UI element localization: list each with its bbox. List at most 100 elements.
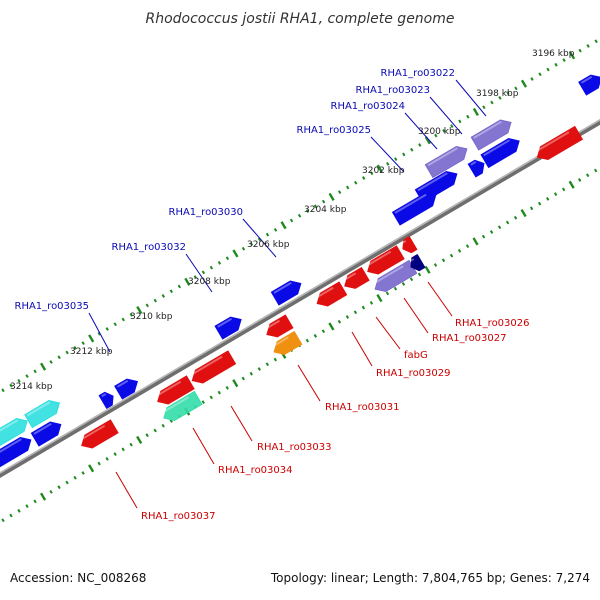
gene-shine [535,131,570,153]
tick-mark [505,220,510,225]
tick-mark [33,369,37,374]
upper-tick-track [1,39,598,393]
tick-mark [289,218,294,223]
tick-mark [458,119,462,124]
gene-shine [580,75,593,84]
gene-body [24,400,61,429]
gene-body [410,253,426,272]
tick-mark [313,204,318,209]
gene-shine [0,438,22,458]
tick-mark [321,199,326,204]
tick-mark [65,480,69,485]
tick-mark [529,206,534,211]
tick-mark [65,350,69,355]
gene-highlight [424,146,468,179]
tick-mark [457,248,462,253]
tick-mark [321,329,326,334]
tick-mark [257,237,262,242]
tick-mark [401,282,406,286]
gene-shine [26,401,51,417]
tick-mark [249,242,254,246]
tick-mark [424,136,431,145]
tick-mark [193,275,198,279]
gene-body [402,235,418,254]
gene-shine [273,281,292,294]
reverse-gene-label: RHA1_ro03027 [432,333,507,344]
tick-mark [328,322,335,331]
gene-reverse [156,375,195,405]
gene-body [0,418,28,449]
gene-shine [162,396,190,414]
gene-body [367,245,405,275]
tick-mark [39,492,47,501]
tick-mark [345,315,350,319]
gene-forward [98,391,114,410]
tick-mark [113,322,117,327]
tick-mark [561,187,566,192]
tick-mark [417,272,422,277]
tick-mark [225,386,229,390]
gene-shine [315,286,334,299]
tick-mark [88,464,95,473]
gene-body [163,390,203,421]
forward-gene-label: RHA1_ro03023 [356,85,431,96]
tick-mark [506,91,510,95]
gene-body [98,391,114,410]
tick-mark [169,289,174,294]
tick-mark [88,334,95,343]
tick-mark [369,300,374,305]
gene-shine [417,172,448,192]
forward-gene-label: RHA1_ro03035 [15,301,90,312]
gene-shine [483,139,511,157]
tick-mark [17,508,21,513]
scale-label: 3210 kbp [130,312,173,322]
tick-mark [97,461,101,466]
scale-label: 3212 kbp [70,347,113,357]
tick-mark [40,362,47,371]
tick-mark [568,180,575,189]
tick-mark [49,360,53,364]
label-connector [88,312,111,353]
tick-mark [273,228,278,232]
tick-mark [337,190,342,195]
tick-mark [129,312,133,317]
gene-body [214,316,242,340]
gene-shine [473,120,502,139]
gene-shine [401,240,407,245]
tick-mark [33,499,37,504]
label-connector [455,79,487,117]
tick-mark [9,383,13,388]
summary-label: Topology: linear; Length: 7,804,765 bp; … [270,571,590,585]
tick-mark [177,284,182,289]
gene-reverse [190,350,237,384]
forward-gene-label: RHA1_ro03025 [297,125,372,136]
scale-label: 3208 kbp [188,277,231,287]
tick-mark [530,77,534,81]
scale-label: 3206 kbp [247,240,290,250]
gene-forward [391,192,437,226]
gene-shine [217,317,233,328]
tick-mark [145,303,149,308]
label-connector [297,364,321,402]
tick-mark [466,114,470,119]
gene-highlight [272,330,303,355]
gene-shine [265,319,281,330]
tick-mark [376,294,383,303]
tick-mark [546,67,550,72]
gene-reverse [315,281,348,307]
tick-mark [513,215,518,220]
tick-mark [153,428,157,433]
tick-mark [586,173,590,178]
label-connector [192,427,215,465]
tick-mark [578,48,582,53]
gene-shine [409,258,415,263]
tick-mark [113,452,117,456]
tick-mark [9,513,13,518]
tick-mark [209,265,214,270]
label-connector [429,96,463,135]
gene-forward [214,316,242,340]
tick-mark [305,209,310,213]
tick-mark [328,192,335,201]
tick-mark [361,305,366,310]
